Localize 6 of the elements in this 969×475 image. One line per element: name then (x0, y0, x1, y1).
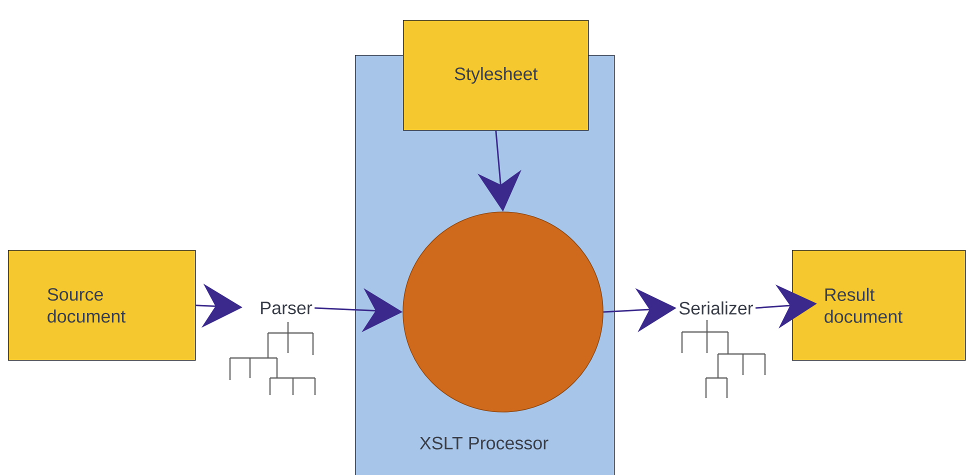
document-box: Result document (792, 250, 966, 361)
stage-label: Parser (261, 302, 312, 314)
document-box: Source document (8, 250, 196, 361)
stage-label: Serializer (679, 301, 754, 315)
document-box: Stylesheet (403, 20, 589, 131)
processor-circle (402, 212, 604, 412)
